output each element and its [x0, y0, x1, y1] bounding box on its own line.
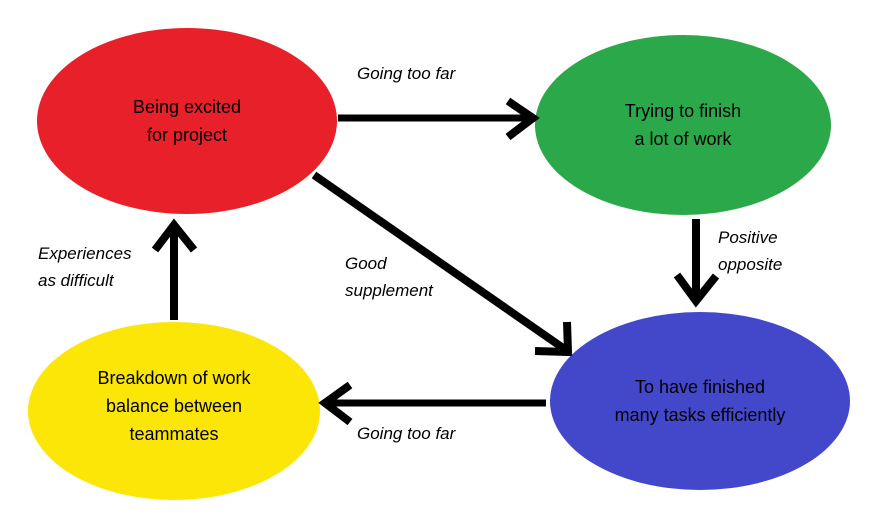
edge-label-trying-to-finished: Positive opposite: [718, 228, 783, 274]
node-ellipse-trying[interactable]: [535, 35, 831, 215]
edge-arrow-trying-to-finished: [673, 219, 720, 308]
edge-label-finished-to-breakdown: Going too far: [357, 424, 456, 443]
edge-arrow-excited-to-trying: [338, 97, 540, 141]
edge-arrow-breakdown-to-excited: [151, 218, 198, 320]
node-ellipse-breakdown[interactable]: [28, 322, 320, 500]
edge-label-excited-to-finished: Good supplement: [345, 254, 433, 300]
edge-arrow-finished-to-breakdown: [318, 381, 546, 426]
edge-label-breakdown-to-excited: Experiences as difficult: [38, 244, 132, 290]
node-ellipse-finished[interactable]: [550, 312, 850, 490]
node-ellipse-excited[interactable]: [37, 28, 337, 214]
edge-arrow-excited-to-finished: [311, 171, 573, 357]
edge-label-excited-to-trying: Going too far: [357, 64, 456, 83]
